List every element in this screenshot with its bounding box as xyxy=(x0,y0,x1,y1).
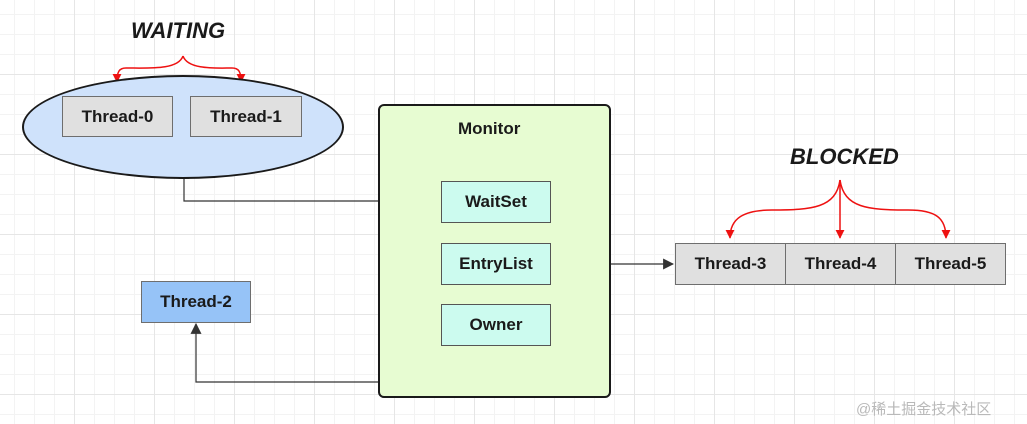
site-watermark: @稀土掘金技术社区 xyxy=(856,401,992,418)
waiting-state-label: WAITING xyxy=(131,18,226,43)
waiting-thread-1: Thread-1 xyxy=(190,96,302,137)
blocked-arrow-thread-3 xyxy=(725,179,841,239)
waitset-connector xyxy=(178,167,442,202)
blocked-thread-3: Thread-3 xyxy=(675,243,786,285)
waiting-thread-0: Thread-0 xyxy=(62,96,173,137)
waiting-arrow-thread-1 xyxy=(182,55,246,83)
blocked-arrow-thread-5 xyxy=(839,179,951,239)
blocked-thread-5: Thread-5 xyxy=(895,243,1006,285)
waiting-arrow-thread-0 xyxy=(112,55,184,83)
blocked-thread-4: Thread-4 xyxy=(785,243,896,285)
entrylist-box: EntryList xyxy=(441,243,551,285)
owner-thread-2: Thread-2 xyxy=(141,281,251,323)
waitset-box: WaitSet xyxy=(441,181,551,223)
blocked-state-label: BLOCKED xyxy=(790,144,899,169)
monitor-title: Monitor xyxy=(458,119,521,138)
owner-box: Owner xyxy=(441,304,551,346)
